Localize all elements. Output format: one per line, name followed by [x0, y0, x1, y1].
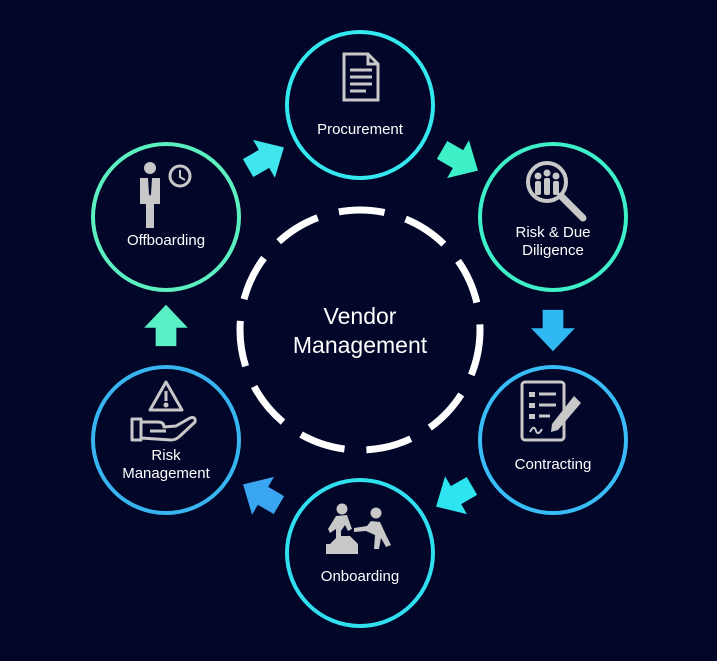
arrow-onboarding-to-risk-management [243, 476, 285, 515]
contracting-label-text: Contracting [514, 456, 592, 473]
magnifier-people-icon [526, 161, 587, 222]
center-title-line2: Management [292, 332, 428, 358]
risk-due-diligence-circle [478, 142, 628, 292]
contracting-label: Contracting [488, 456, 618, 474]
risk-management-label-line2: Management [122, 465, 210, 482]
contract-signing-icon [520, 380, 581, 442]
procurement-circle [285, 30, 435, 180]
risk-management-label: Risk Management [101, 447, 231, 483]
offboarding-circle [91, 142, 241, 292]
onboarding-label-text: Onboarding [320, 568, 400, 585]
offboarding-label: Offboarding [101, 232, 231, 250]
arrow-contracting-to-onboarding [436, 476, 478, 515]
helping-hand-climb-icon [326, 503, 391, 554]
center-dashed-ring [236, 206, 484, 454]
offboarding-label-text: Offboarding [126, 232, 206, 249]
arrow-risk-due-diligence-to-contracting [531, 309, 575, 352]
risk-management-label-line1: Risk [151, 447, 181, 464]
center-title-line1: Vendor [323, 303, 397, 329]
onboarding-circle [285, 478, 435, 628]
onboarding-label: Onboarding [295, 568, 425, 586]
arrow-offboarding-to-procurement [242, 139, 284, 178]
businessman-clock-icon [140, 162, 192, 228]
arrow-risk-management-to-offboarding [144, 304, 188, 347]
risk-due-diligence-label: Risk & Due Diligence [488, 224, 618, 260]
hand-warning-icon [130, 380, 197, 442]
risk-due-diligence-label-line2: Diligence [522, 242, 584, 259]
arrow-procurement-to-risk-due-diligence [436, 140, 478, 179]
risk-due-diligence-label-line1: Risk & Due [515, 224, 591, 241]
document-icon [342, 52, 380, 102]
procurement-label: Procurement [295, 121, 425, 139]
center-title: Vendor Management [260, 302, 460, 360]
procurement-label-text: Procurement [317, 121, 403, 138]
